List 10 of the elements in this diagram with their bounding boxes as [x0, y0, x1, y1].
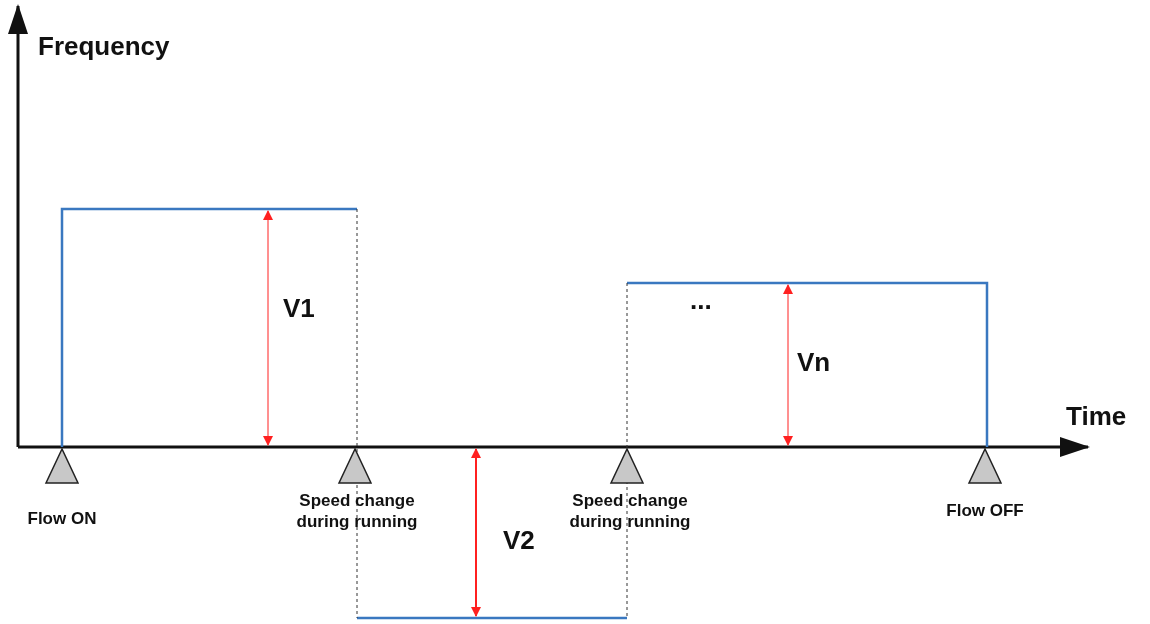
event-label: Speed change during running [295, 490, 419, 533]
value-label: Vn [797, 346, 831, 379]
ellipsis-label: ... [690, 284, 712, 317]
value-label: V1 [283, 292, 315, 325]
event-label: Speed change during running [568, 490, 692, 533]
value-label: V2 [503, 524, 535, 557]
event-label: Flow ON [26, 508, 98, 530]
event-label: Flow OFF [945, 500, 1025, 522]
axis-title: Frequency [38, 30, 170, 63]
axis-title: Time [1066, 400, 1127, 433]
